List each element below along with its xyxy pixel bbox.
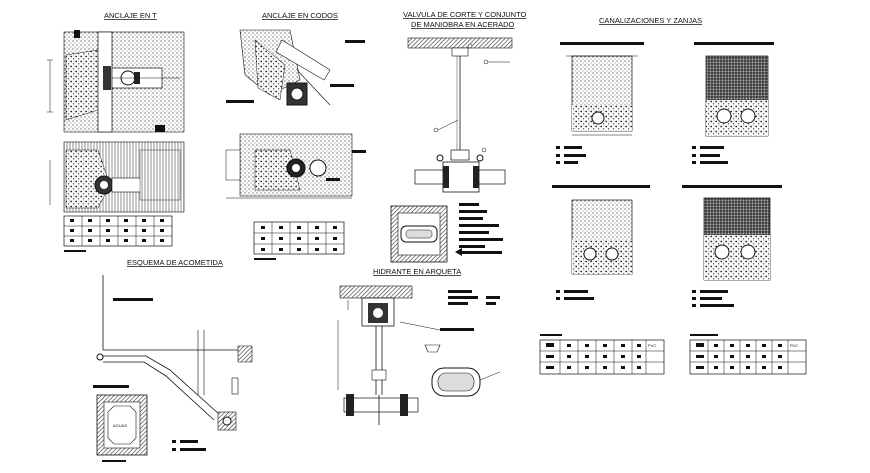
esquema-acometida: [96, 275, 253, 431]
title-valvula-line1: VALVULA DE CORTE Y CONJUNTO: [403, 10, 527, 19]
title-anclaje-t: ANCLAJE EN T: [104, 11, 157, 20]
anclaje-codos-section: [225, 133, 366, 199]
zanja-3: [552, 185, 650, 300]
anclaje-codos-table: [253, 221, 345, 260]
zanja-4: [682, 185, 782, 307]
zanja-1: [556, 42, 644, 164]
title-anclaje-codos: ANCLAJE EN CODOS: [262, 11, 338, 20]
valvula-arqueta-plan: [390, 203, 503, 263]
anclaje-t-table: [63, 215, 173, 252]
pvc-label-right: PVC: [790, 343, 798, 348]
anclaje-codos-plan: [226, 29, 365, 106]
zanja-table-left: PVC: [539, 334, 665, 375]
valvula-section: [407, 37, 513, 193]
anclaje-t-section: [49, 141, 185, 213]
title-esquema-acometida: ESQUEMA DE ACOMETIDA: [127, 258, 223, 267]
title-valvula-line2: DE MANIOBRA EN ACERADO: [411, 20, 515, 29]
anclaje-t-plan: [47, 30, 185, 133]
pvc-label-left: PVC: [648, 343, 656, 348]
zanja-table-right: PVC: [689, 334, 807, 375]
hidrante-section: [337, 285, 500, 425]
hidrante-tapa: [431, 367, 501, 397]
zanja-2: [692, 42, 774, 164]
title-canalizaciones: CANALIZACIONES Y ZANJAS: [599, 16, 702, 25]
title-hidrante-arqueta: HIDRANTE EN ARQUETA: [373, 267, 461, 276]
arqueta-box-label: AGUAS: [113, 423, 127, 428]
acometida-arqueta: AGUAS: [93, 385, 206, 462]
